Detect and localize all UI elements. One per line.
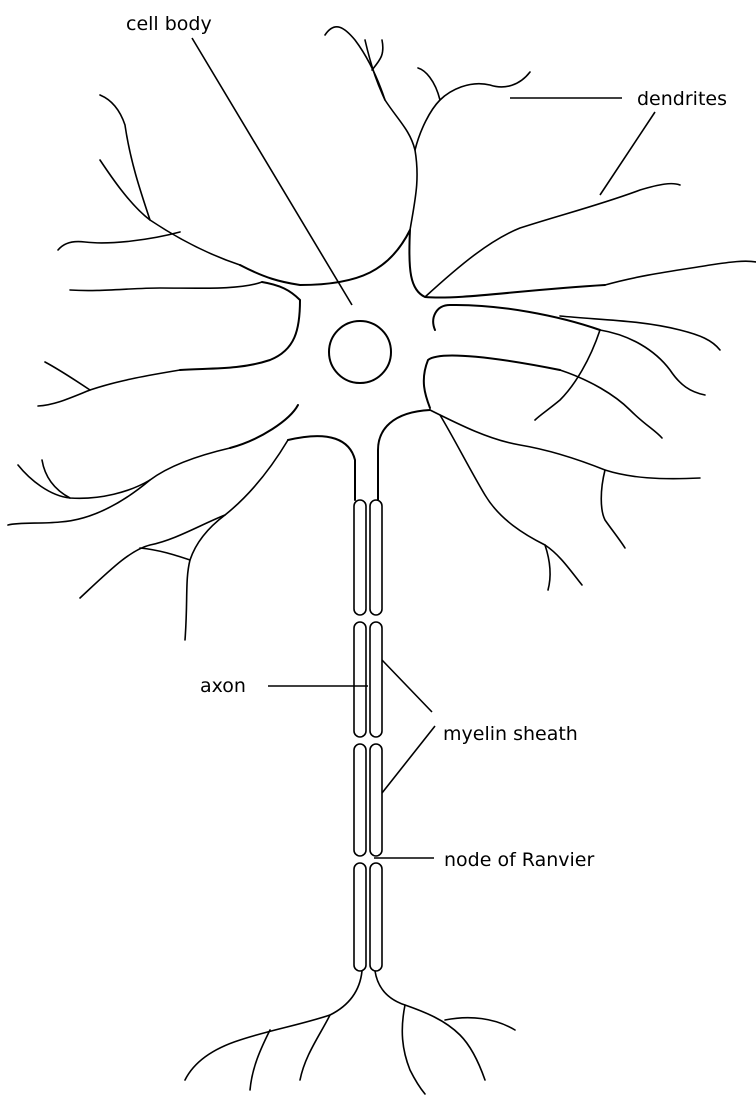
dendrite-right-3 — [600, 330, 705, 395]
dendrite-lower-right-3 — [601, 470, 625, 548]
nucleus-circle — [329, 321, 391, 383]
label-axon: axon — [200, 675, 246, 697]
axon-terminal-1 — [185, 971, 362, 1080]
myelin-segment-2-left — [354, 622, 366, 737]
dendrite-top-4 — [418, 68, 440, 100]
label-node-of-ranvier: node of Ranvier — [444, 849, 594, 871]
dendrite-lower-left-2 — [80, 515, 225, 598]
myelin-segment-3-left — [354, 744, 366, 856]
dendrite-lower-left-3 — [140, 548, 190, 560]
myelin-segment-1-right — [370, 500, 382, 615]
myelin-sheath-segments — [354, 500, 382, 971]
myelin-segment-3-right — [370, 744, 382, 856]
dendrite-right-1 — [425, 184, 680, 297]
cell-body-outline — [180, 230, 605, 500]
axon-terminal-6 — [300, 1015, 330, 1080]
dendrite-upper-left-1 — [100, 160, 240, 265]
label-myelin-sheath: myelin sheath — [443, 723, 578, 745]
dendrite-top-2 — [415, 72, 530, 150]
label-cell-body: cell body — [126, 13, 212, 35]
dendrite-left-4 — [8, 480, 150, 525]
dendrites-leader-d — [600, 112, 655, 195]
axon-terminal-4 — [402, 1005, 425, 1094]
dendrite-left-2 — [45, 362, 90, 390]
dendrite-left-5 — [42, 460, 70, 498]
axon-terminal-2 — [375, 971, 485, 1080]
myelin-leader-lower — [382, 726, 435, 793]
myelin-segment-1-left — [354, 500, 366, 615]
myelin-segment-4-left — [354, 863, 366, 971]
myelin-segment-4-right — [370, 863, 382, 971]
dendrite-upper-left-2 — [100, 95, 150, 220]
cell-body-leader — [192, 38, 352, 305]
dendrite-lower-right-4 — [545, 545, 550, 590]
label-dendrites: dendrites — [637, 88, 727, 110]
axon-terminal-5 — [445, 1018, 515, 1030]
dendrite-top-5 — [372, 40, 383, 70]
dendrite-upper-left-3 — [58, 232, 180, 250]
dendrite-left-1 — [38, 370, 180, 406]
dendrite-lower-left-1 — [185, 440, 288, 640]
myelin-segment-2-right — [370, 622, 382, 737]
dendrite-left-3 — [18, 448, 230, 498]
dendrite-lower-right-2 — [440, 415, 582, 585]
dendrite-upper-left-4 — [70, 282, 262, 291]
dendrite-right-2 — [605, 261, 756, 285]
dendrite-top-3 — [325, 27, 385, 100]
axon-terminal-3 — [250, 1030, 270, 1090]
dendrite-right-6 — [535, 330, 600, 420]
myelin-leader-upper — [382, 660, 432, 712]
